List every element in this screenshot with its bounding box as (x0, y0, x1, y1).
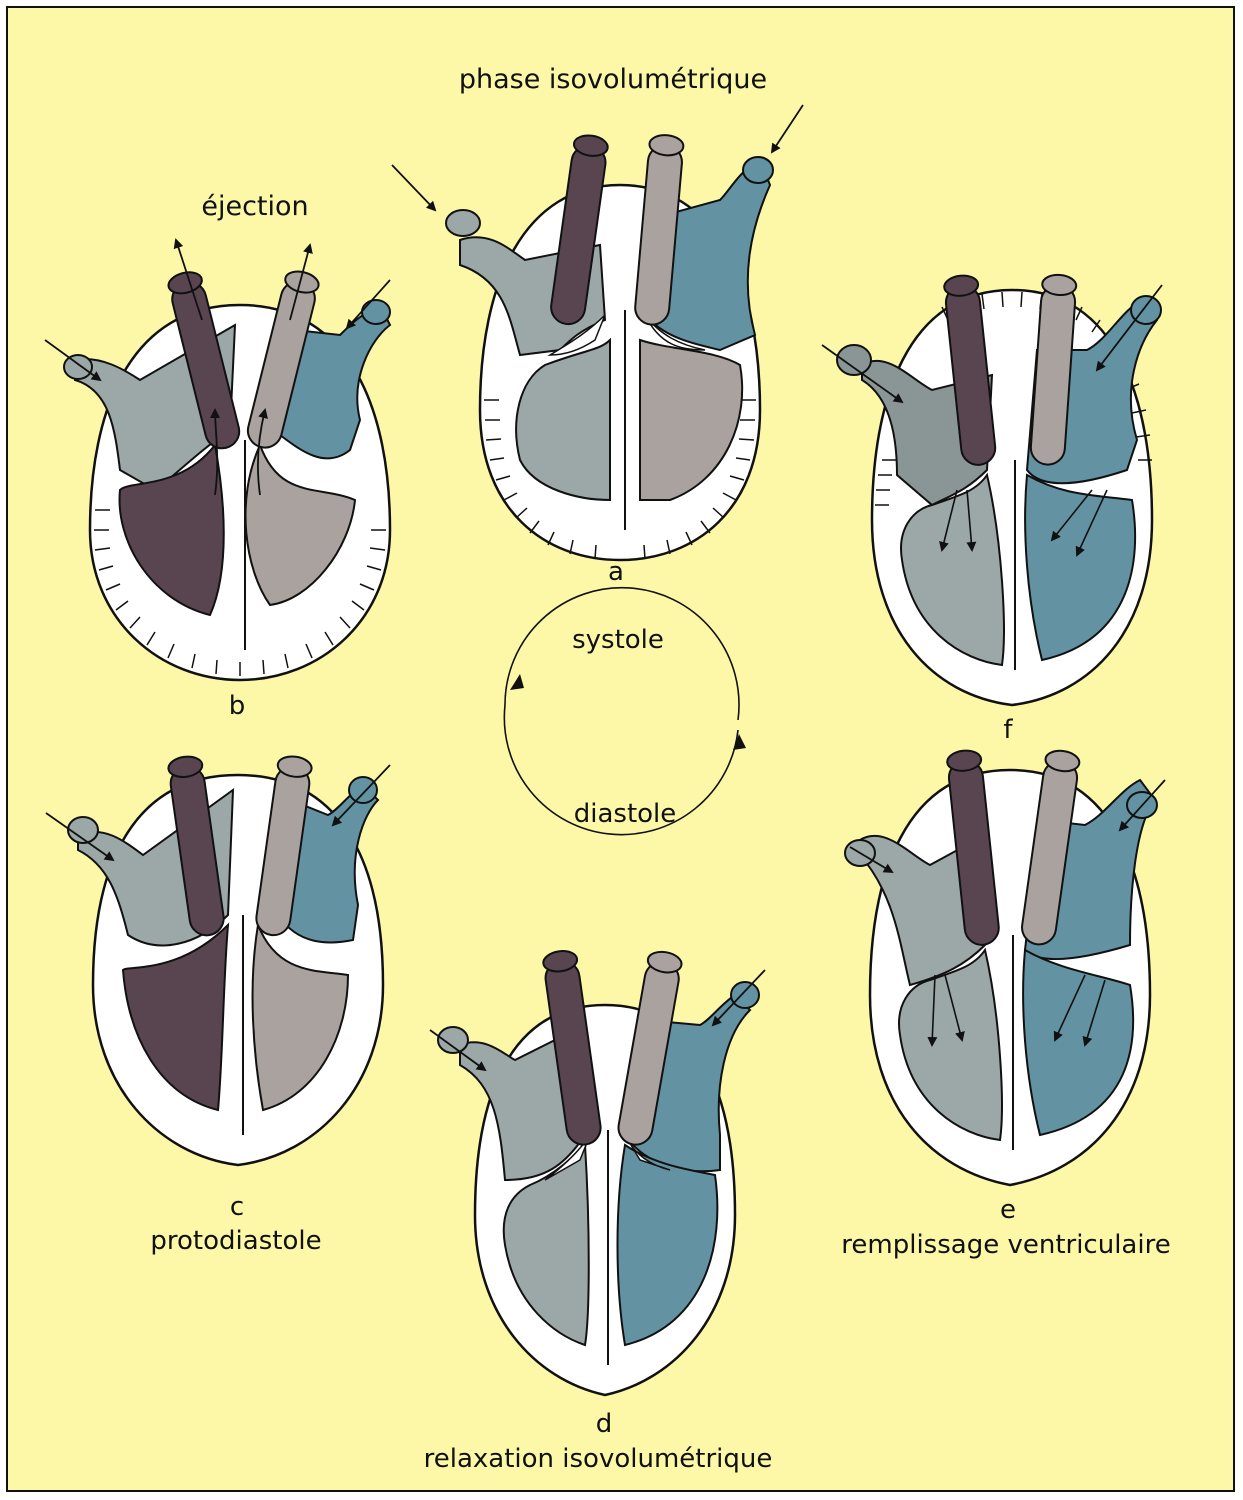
cycle-arc-diastole (503, 704, 739, 836)
panel-letter-e: e (1000, 1195, 1016, 1225)
panel-letter-b: b (229, 691, 246, 721)
cycle-arrow-icon (510, 674, 524, 690)
panel-a (391, 104, 804, 562)
panel-letter-f: f (1003, 715, 1013, 745)
pulmonary-vessel (1029, 273, 1078, 466)
aorta-vessel (167, 271, 241, 450)
aorta-vessel (550, 134, 609, 326)
label-remplissage-ventriculaire: remplissage ventriculaire (841, 1230, 1170, 1260)
panel-f (821, 273, 1163, 707)
cycle-arc-systole (504, 586, 740, 721)
cardiac-cycle-circle (503, 586, 746, 836)
muscle-hatching (94, 509, 386, 676)
panel-letter-a: a (608, 557, 624, 587)
pulmonary-vessel (634, 134, 685, 326)
pulmonary-vessel (255, 755, 313, 937)
pulmonary-vessel (617, 950, 683, 1146)
label-relaxation-isovolumetrique: relaxation isovolumétrique (424, 1444, 773, 1474)
panel-b (44, 238, 392, 682)
pulmonary-vessel (1021, 749, 1081, 946)
muscle-hatching (484, 399, 756, 560)
aorta-vessel (946, 749, 1000, 946)
panel-letter-d: d (596, 1409, 613, 1439)
label-systole: systole (572, 625, 664, 655)
panel-d (429, 950, 766, 1397)
panel-e (844, 749, 1166, 1187)
label-diastole: diastole (574, 799, 677, 829)
panel-c (45, 755, 391, 1167)
aorta-vessel (542, 950, 602, 1146)
label-protodiastole: protodiastole (150, 1226, 321, 1256)
label-ejection: éjection (201, 191, 308, 222)
cycle-arrow-icon (733, 734, 746, 750)
label-phase-isovolumetrique: phase isovolumétrique (459, 64, 767, 95)
panel-letter-c: c (230, 1192, 244, 1222)
aorta-vessel (943, 274, 997, 466)
aorta-vessel (167, 755, 225, 937)
pulmonary-vessel (246, 270, 320, 449)
